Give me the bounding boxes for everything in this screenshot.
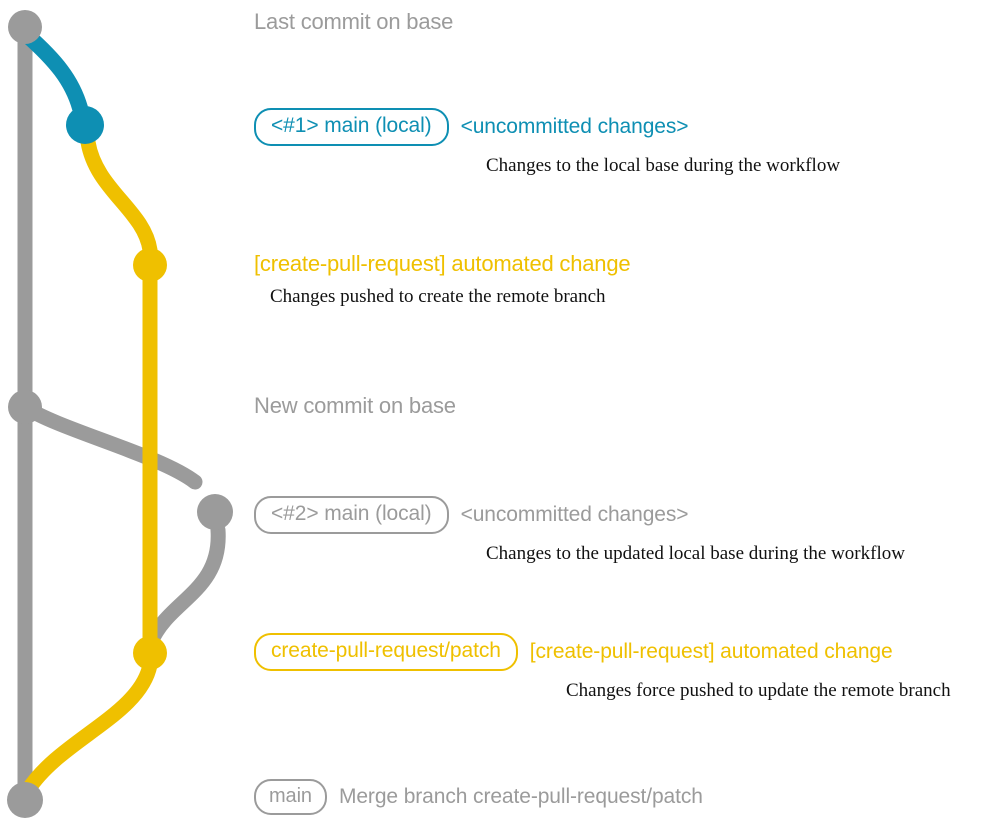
commit-node-base-head <box>8 10 42 44</box>
commit-row-local-main-1: <#1> main (local) <uncommitted changes> … <box>254 108 840 176</box>
commit-node-local-1 <box>66 106 104 144</box>
edge-local1-to-patch1 <box>80 134 158 258</box>
ref-pill-create-pull-request-patch[interactable]: create-pull-request/patch <box>254 633 518 671</box>
ref-pill-local-main-1[interactable]: <#1> main (local) <box>254 108 449 146</box>
commit-node-patch-2 <box>133 636 167 670</box>
commit-node-merge <box>7 782 43 818</box>
commit-subject-new-commit-on-base: New commit on base <box>254 393 456 418</box>
edge-base-to-local2 <box>17 399 203 490</box>
commit-row-last-commit-on-base: Last commit on base <box>254 9 454 35</box>
edge-base-to-local1 <box>19 27 88 116</box>
commit-row-automated-change-create: [create-pull-request] automated change C… <box>254 251 631 307</box>
commit-row-automated-change-update: create-pull-request/patch [create-pull-r… <box>254 633 951 701</box>
commit-row-head: Last commit on base <box>254 9 454 35</box>
commit-row-new-commit-on-base: New commit on base <box>254 393 456 419</box>
commit-subject-automated-change-create: [create-pull-request] automated change <box>254 251 631 276</box>
commit-node-patch-1 <box>133 248 167 282</box>
commit-description-local-main-1: Changes to the local base during the wor… <box>486 154 841 176</box>
commit-node-base-new <box>8 390 42 424</box>
edge-patch2-to-merge <box>20 657 158 798</box>
commit-description-local-main-2: Changes to the updated local base during… <box>486 542 905 564</box>
commit-subject-merge-commit: Merge branch create-pull-request/patch <box>338 785 703 809</box>
ref-pill-main[interactable]: main <box>254 779 327 816</box>
ref-pill-local-main-2[interactable]: <#2> main (local) <box>254 496 449 534</box>
edge-local2-to-patch2 <box>144 522 226 648</box>
commit-row-head: <#2> main (local) <uncommitted changes> <box>254 496 905 534</box>
commit-subject-local-main-1: <uncommitted changes> <box>460 115 689 138</box>
commit-row-head: <#1> main (local) <uncommitted changes> <box>254 108 840 146</box>
commit-row-head: create-pull-request/patch [create-pull-r… <box>254 633 951 671</box>
commit-subject-last-commit-on-base: Last commit on base <box>254 9 454 34</box>
commit-description-automated-change-update: Changes force pushed to update the remot… <box>566 679 951 701</box>
commit-row-local-main-2: <#2> main (local) <uncommitted changes> … <box>254 496 905 564</box>
commit-row-head: [create-pull-request] automated change <box>254 251 631 277</box>
commit-subject-automated-change-update: [create-pull-request] automated change <box>529 640 893 663</box>
commit-row-head: New commit on base <box>254 393 456 419</box>
commit-row-head: main Merge branch create-pull-request/pa… <box>254 779 703 816</box>
commit-row-merge-commit: main Merge branch create-pull-request/pa… <box>254 779 703 816</box>
commit-description-automated-change-create: Changes pushed to create the remote bran… <box>270 285 606 307</box>
commit-subject-local-main-2: <uncommitted changes> <box>460 503 689 526</box>
commit-node-local-2 <box>197 494 233 530</box>
